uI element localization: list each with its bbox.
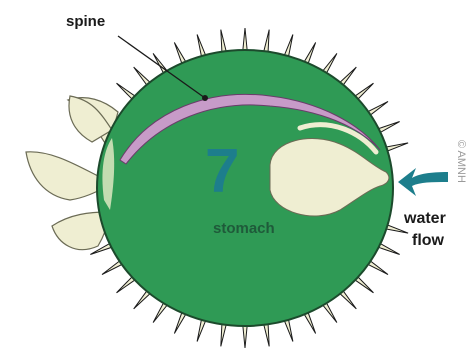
credit-text: © AMNH [455,140,467,183]
water-label: water [403,210,446,227]
spine-leader-dot [202,95,208,101]
water-flow-arrow [398,168,448,196]
number-seven: 7 [205,137,239,206]
middle-tail-fin [26,152,104,200]
flow-label: flow [412,232,445,249]
stomach-label: stomach [213,220,275,237]
spine-label: spine [66,13,105,30]
